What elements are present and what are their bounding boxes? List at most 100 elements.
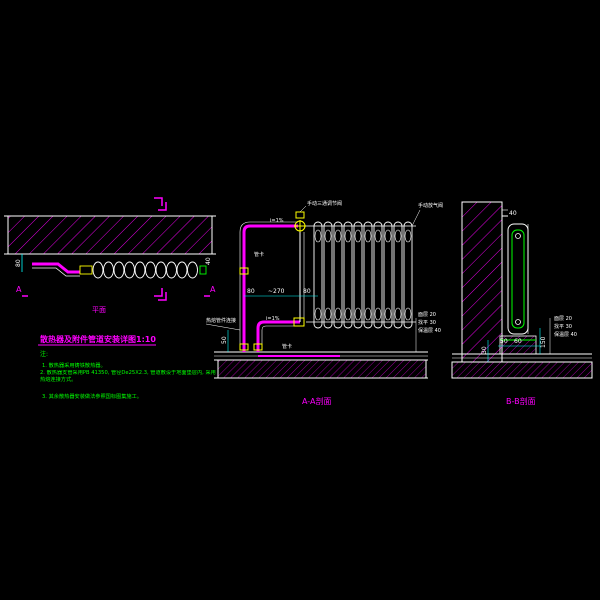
notes-label: 注:: [40, 350, 48, 358]
section-a-return-pipe: [256, 320, 300, 352]
plan-radiator-section: [92, 261, 104, 279]
section-a-radiator: [313, 221, 413, 329]
radiator-column-bottom: [354, 307, 362, 321]
slope-top: i=1%: [270, 218, 284, 224]
radiator-column-top: [384, 229, 392, 243]
radiator-column-bottom: [344, 307, 352, 321]
radiator-column-top: [324, 229, 332, 243]
radiator-column-top: [394, 229, 402, 243]
dim-270: ~270: [268, 288, 285, 295]
radiator-column-bottom: [364, 307, 372, 321]
radiator-column-bottom: [384, 307, 392, 321]
note-item-2-wrap: 2. 散热器支管采用PB 41350, 管径De25X2.3, 管道敷设于地面垫…: [40, 370, 216, 383]
plan-wall: [7, 215, 213, 255]
pipe-clip-label: 管卡: [282, 343, 292, 350]
plan-corner-mark-bottom: [154, 288, 163, 297]
a-floor-label-1: 面层 20: [418, 312, 436, 318]
section-b-radiator: [507, 223, 529, 335]
radiator-column-bottom: [394, 307, 402, 321]
radiator-column: [323, 221, 333, 329]
plan-radiator-section: [103, 261, 114, 279]
section-a-supply-pipe: [242, 224, 298, 352]
plan-dim-right: 40: [205, 257, 212, 265]
b-dim-150: 150: [540, 336, 547, 348]
plan-dim-left: 80: [15, 259, 22, 267]
plan-radiator-section: [166, 261, 177, 279]
plan-radiator-section: [113, 261, 125, 279]
clip-icon-bottom: [239, 343, 249, 351]
radiator-column: [333, 221, 343, 329]
b-dim-bottom2: 60: [514, 338, 522, 345]
plan-radiator: [79, 261, 207, 279]
radiator-column: [393, 221, 403, 329]
note-item-3: 3. 其余散热器安装做法参照国标图集施工。: [42, 392, 142, 400]
radiator-column-bottom: [404, 307, 412, 321]
radiator-column-bottom: [374, 307, 382, 321]
joint-label: 热熔管件连接: [206, 317, 236, 324]
plan-title: 平面: [92, 306, 106, 314]
radiator-column: [363, 221, 373, 329]
a-floor-label-2: 找平 30: [418, 319, 436, 326]
radiator-column-bottom: [314, 307, 322, 321]
notes-heading: 散热器及附件管道安装详图1:10: [40, 334, 156, 344]
radiator-column: [373, 221, 383, 329]
radiator-column-bottom: [324, 307, 332, 321]
radiator-column: [353, 221, 363, 329]
air-vent-label: 手动放气阀: [418, 202, 443, 209]
sleeve-label: 管卡: [254, 251, 264, 258]
radiator-column-top: [364, 229, 372, 243]
section-a-floor: [217, 359, 427, 379]
plan-radiator-section: [176, 261, 188, 279]
plan-radiator-section: [187, 261, 198, 279]
clip-icon-left: [239, 267, 249, 275]
section-b-view: 40 50 60 30 150 面层 20 找平 30 保温层 40 B-B剖面: [451, 201, 593, 406]
plan-section-mark-right: A: [210, 285, 216, 294]
radiator-column-bottom: [334, 307, 342, 321]
plan-view: 80 40 A A 平面: [4, 197, 216, 314]
plan-radiator-section: [124, 261, 135, 279]
plan-valve-icon: [79, 265, 93, 275]
radiator-column-top: [344, 229, 352, 243]
radiator-column: [313, 221, 323, 329]
notes-block: 散热器及附件管道安装详图1:10 注: 1. 散热器采用铸铁散热器。 2. 散热…: [38, 334, 216, 400]
b-dim-40: 40: [509, 210, 517, 217]
b-floor-label-2: 找平 30: [554, 323, 572, 330]
plan-radiator-section: [145, 261, 156, 279]
note-item-2: 2. 散热器支管采用PB 41350, 管径De25X2.3, 管道敷设于地面垫…: [40, 370, 216, 383]
plan-section-mark-left: A: [16, 285, 22, 294]
plan-corner-mark-right: [158, 202, 167, 211]
radiator-column-top: [354, 229, 362, 243]
section-a-view: 手动三通调节阀 手动放气阀 i=1% i=1% 管卡 管卡 热熔管件连接 80 …: [205, 200, 443, 406]
section-b-wall: [461, 201, 503, 363]
section-b-title: B-B剖面: [506, 396, 536, 406]
b-floor-label-3: 保温层 40: [554, 331, 577, 338]
plan-corner-mark-top: [154, 197, 163, 206]
section-a-title: A-A剖面: [302, 396, 331, 406]
radiator-column: [343, 221, 353, 329]
plan-corner-mark-bottom2: [158, 292, 167, 301]
radiator-column-top: [314, 229, 322, 243]
radiator-column-top: [404, 229, 412, 243]
section-b-floor: [451, 361, 593, 379]
a-floor-label-3: 保温层 40: [418, 327, 441, 334]
radiator-column: [403, 221, 413, 329]
dim-80-right: 80: [303, 288, 311, 295]
b-floor-label-1: 面层 20: [554, 316, 572, 322]
radiator-column-top: [334, 229, 342, 243]
slope-bottom: i=1%: [266, 316, 280, 322]
b-dim-bottom: 50: [500, 338, 508, 345]
clip-icon-bottom2: [253, 343, 263, 351]
radiator-column-top: [374, 229, 382, 243]
radiator-column: [383, 221, 393, 329]
plan-end-cap-icon: [199, 265, 207, 275]
return-fitting-icon: [293, 317, 305, 327]
b-dim-left-vertical: 30: [481, 346, 488, 354]
dim-80-left: 80: [247, 288, 255, 295]
plan-radiator-section: [134, 261, 146, 279]
note-item-1: 1. 散热器采用铸铁散热器。: [42, 361, 106, 369]
valve-label: 手动三通调节阀: [307, 200, 342, 207]
plan-pipe: [32, 262, 80, 274]
plan-radiator-section: [155, 261, 167, 279]
dim-50: 50: [221, 336, 228, 344]
